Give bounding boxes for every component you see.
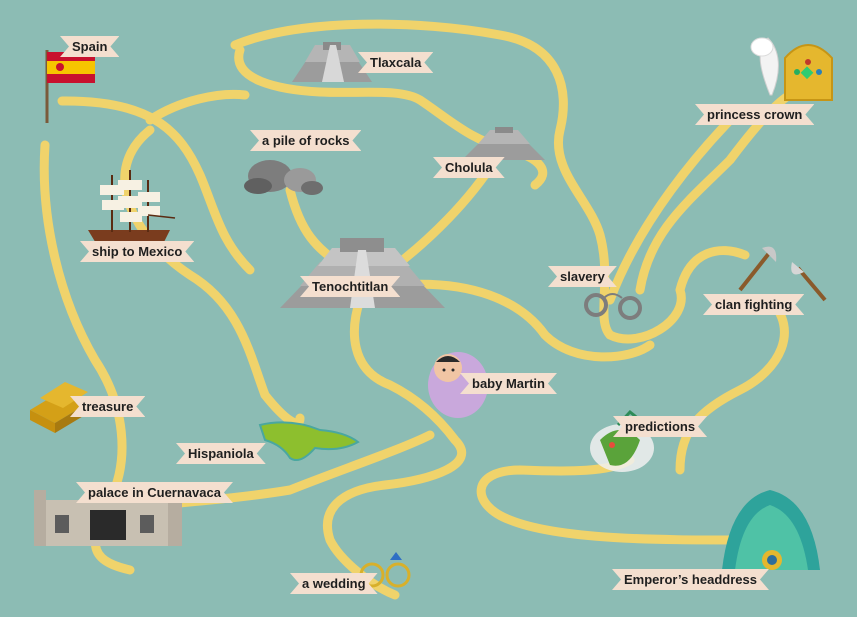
label-a-wedding: a wedding [290, 573, 378, 594]
label-emperors-headdress: Emperor’s headdress [612, 569, 769, 590]
label-spain: Spain [60, 36, 119, 57]
label-palace-in-cuernavaca: palace in Cuernavaca [76, 482, 233, 503]
label-ship-to-mexico: ship to Mexico [80, 241, 194, 262]
label-tlaxcala: Tlaxcala [358, 52, 433, 73]
label-pile-of-rocks: a pile of rocks [250, 130, 361, 151]
island-icon [258, 421, 360, 461]
label-slavery: slavery [548, 266, 617, 287]
pyramid-icon [292, 42, 372, 82]
spain-flag-icon [45, 50, 95, 123]
shackles-icon [584, 293, 642, 320]
label-baby-martin: baby Martin [460, 373, 557, 394]
label-cholula: Cholula [433, 157, 505, 178]
headdress-icon [722, 490, 820, 570]
palace-icon [34, 490, 182, 546]
label-princess-crown: princess crown [695, 104, 814, 125]
gold-bars-icon [30, 382, 88, 433]
label-clan-fighting: clan fighting [703, 294, 804, 315]
label-hispaniola: Hispaniola [176, 443, 266, 464]
baby-icon [428, 352, 488, 418]
pyramid-icon [462, 127, 545, 160]
label-predictions: predictions [613, 416, 707, 437]
label-treasure: treasure [70, 396, 145, 417]
feather-icon [750, 37, 779, 96]
rocks-icon [244, 160, 323, 195]
axes-icon [738, 246, 827, 302]
crown-icon [784, 44, 833, 101]
label-tenochtitlan: Tenochtitlan [300, 276, 400, 297]
